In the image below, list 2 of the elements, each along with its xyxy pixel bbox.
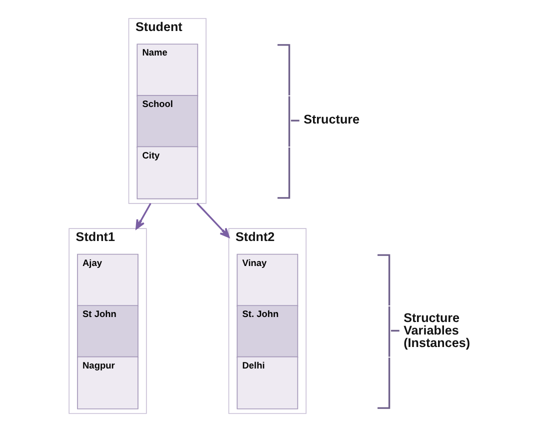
- label: Structure: [304, 112, 360, 127]
- label: Structure Variables (Instances): [404, 310, 470, 350]
